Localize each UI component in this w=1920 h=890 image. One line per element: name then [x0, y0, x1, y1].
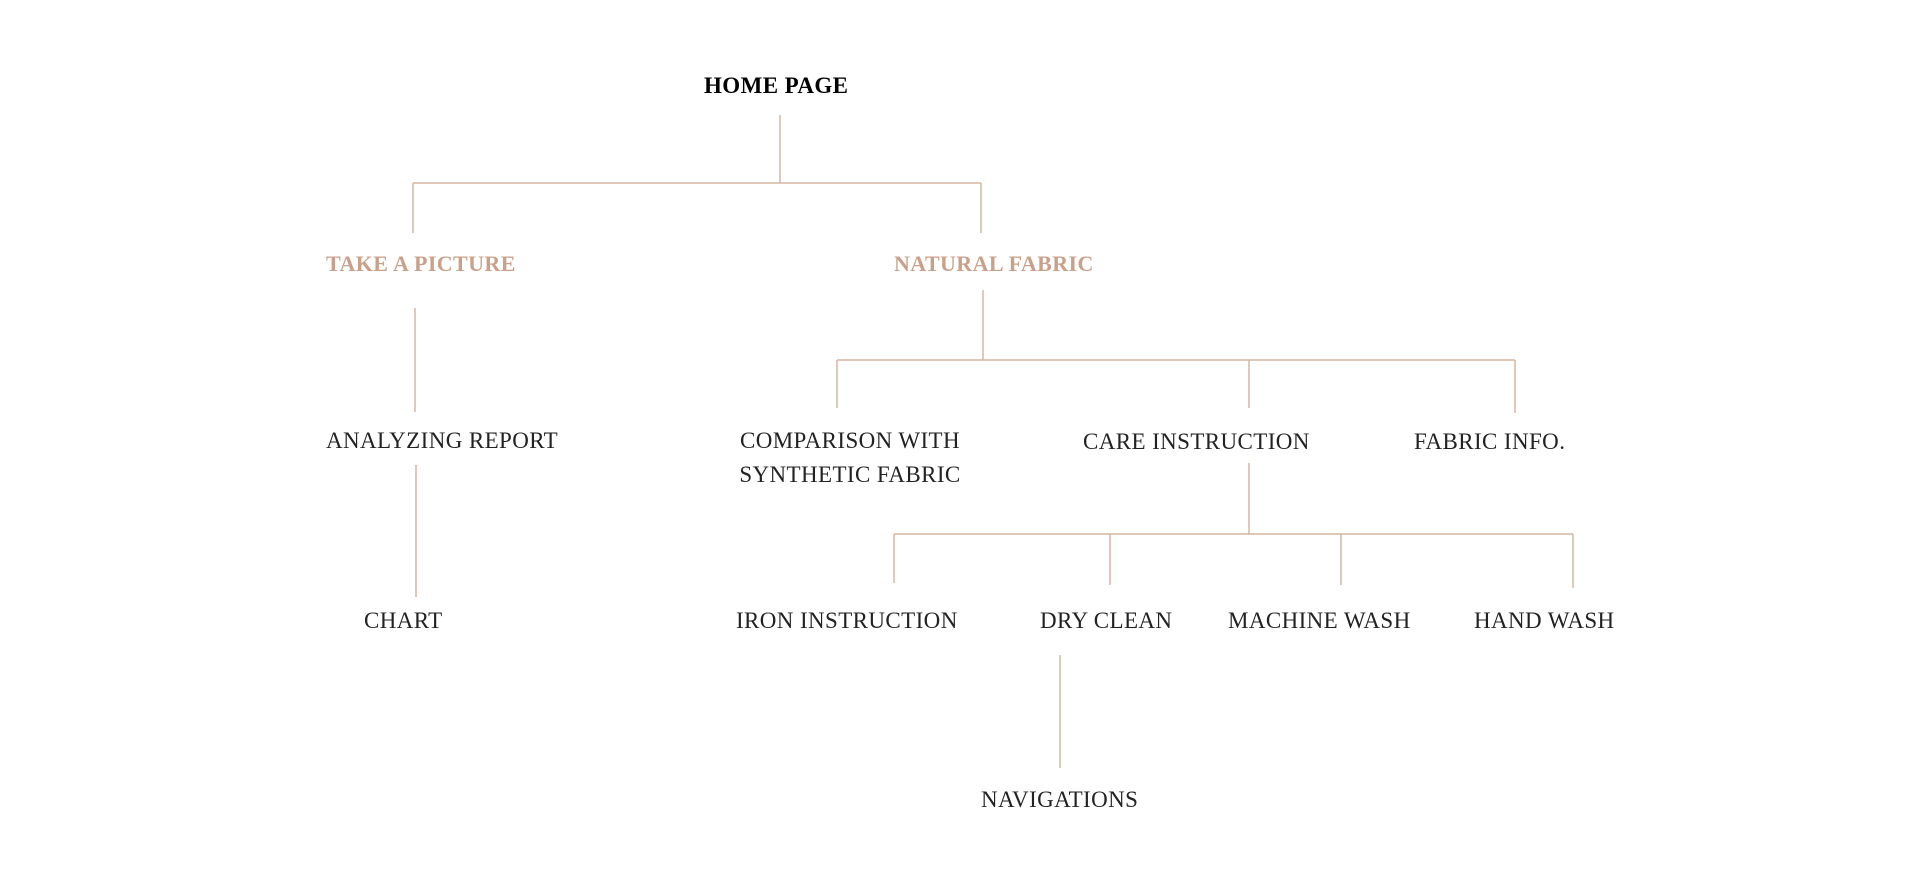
node-home-page: HOME PAGE — [704, 73, 849, 98]
node-analyzing-report: ANALYZING REPORT — [326, 428, 559, 453]
node-navigations: NAVIGATIONS — [981, 787, 1139, 812]
node-dry-clean: DRY CLEAN — [1040, 608, 1173, 633]
node-natural-fabric: NATURAL FABRIC — [894, 251, 1094, 276]
node-chart: CHART — [364, 608, 443, 633]
node-fabric-info: FABRIC INFO. — [1414, 429, 1566, 454]
node-comparison-line-1: COMPARISON WITH — [739, 428, 961, 453]
node-comparison-line-2: SYNTHETIC FABRIC — [739, 462, 961, 487]
node-hand-wash: HAND WASH — [1474, 608, 1615, 633]
node-iron-instruction: IRON INSTRUCTION — [736, 608, 958, 633]
node-comparison-with-synthetic-fabric: COMPARISON WITH SYNTHETIC FABRIC — [722, 424, 978, 492]
node-take-a-picture: TAKE A PICTURE — [326, 251, 516, 276]
node-care-instruction: CARE INSTRUCTION — [1083, 429, 1310, 454]
node-machine-wash: MACHINE WASH — [1228, 608, 1411, 633]
